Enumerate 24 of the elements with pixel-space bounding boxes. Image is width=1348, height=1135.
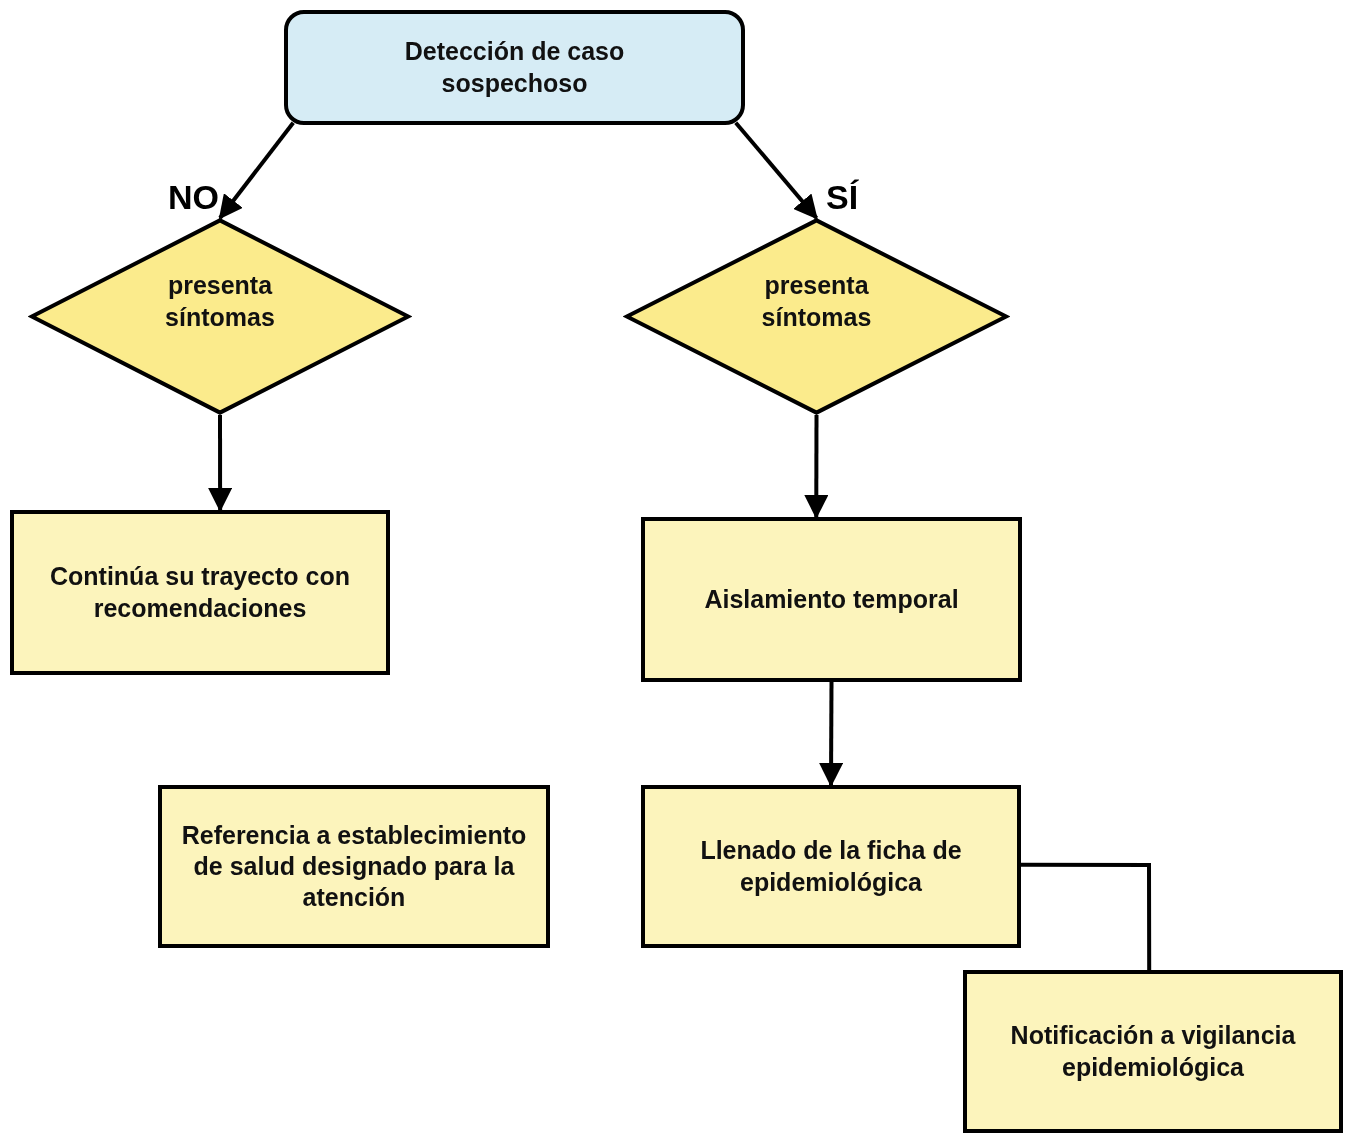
- process-box: [963, 970, 1343, 1133]
- node-text: Notificación a vigilancia epidemiológica: [1009, 1020, 1297, 1083]
- node-text: Detección de caso sospechoso: [403, 36, 626, 99]
- arrow: [218, 121, 295, 220]
- edge-label: SÍ: [826, 178, 859, 217]
- arrow: [208, 415, 233, 512]
- decision-diamond: [28, 218, 412, 415]
- edge-label: NO: [168, 178, 219, 217]
- process-box: [641, 517, 1022, 682]
- start-box: [284, 10, 745, 125]
- connector-line: [1021, 862, 1152, 970]
- arrow: [819, 682, 844, 787]
- node-text: presenta síntomas: [164, 270, 276, 333]
- node-text: Llenado de la ficha de epidemiológica: [699, 835, 963, 898]
- node-text: Continúa su trayecto con recomendaciones: [48, 561, 351, 624]
- process-box: [641, 785, 1021, 948]
- process-box: [158, 785, 550, 948]
- process-box: [10, 510, 390, 675]
- arrow: [804, 415, 829, 519]
- node-text: presenta síntomas: [760, 270, 873, 333]
- node-text: Referencia a establecimiento de salud designado para la atención: [180, 819, 528, 914]
- node-text: Aislamiento temporal: [704, 583, 959, 615]
- decision-diamond: [623, 218, 1010, 415]
- arrow: [734, 121, 819, 220]
